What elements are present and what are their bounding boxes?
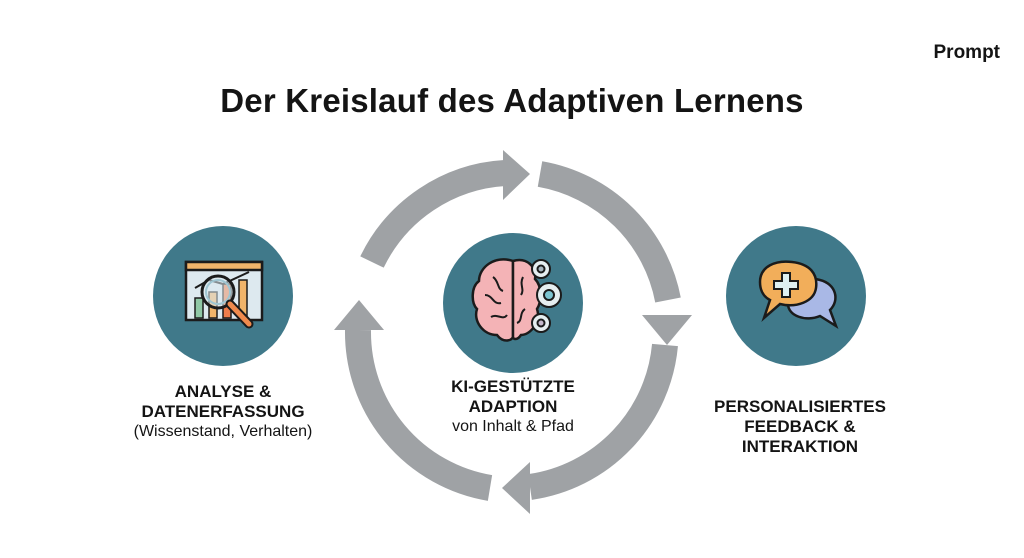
arrowhead-bottom: [502, 462, 530, 514]
arrow-segment-bottom: [527, 343, 678, 500]
analyse-title-line-1: ANALYSE &: [174, 382, 272, 401]
arrow-segment-top: [360, 160, 507, 268]
diagram-title: Der Kreislauf des Adaptiven Lernens: [220, 82, 804, 119]
analyse-subtitle: (Wissenstand, Verhalten): [133, 423, 313, 440]
prompt-label: Prompt: [933, 42, 1001, 63]
analyse-icon-circle: [153, 226, 293, 366]
adaption-icon-circle: [443, 233, 583, 373]
feedback-icon-circle: [726, 226, 866, 366]
feedback-title-line-3: INTERAKTION: [741, 437, 859, 456]
adaption-label: KI-GESTÜTZTE ADAPTION von Inhalt & Pfad: [410, 377, 616, 437]
feedback-label: PERSONALISIERTES FEEDBACK & INTERAKTION: [690, 397, 910, 457]
analyse-label: ANALYSE & DATENERFASSUNG (Wissenstand, V…: [110, 382, 336, 442]
adaption-subtitle: von Inhalt & Pfad: [452, 418, 574, 435]
chat-bubbles-plus-icon: [758, 260, 839, 330]
arrowhead-right: [642, 315, 692, 345]
adaption-title-line-2: ADAPTION: [468, 397, 558, 416]
chart-magnifier-icon: [184, 260, 264, 329]
brain-gears-icon: [471, 258, 562, 342]
arrow-segment-left: [344, 329, 493, 501]
analyse-title-line-2: DATENERFASSUNG: [141, 402, 305, 421]
feedback-title-line-2: FEEDBACK &: [744, 417, 856, 436]
arrowhead-top: [503, 150, 530, 200]
feedback-title-line-1: PERSONALISIERTES: [714, 397, 886, 416]
adaption-title-line-1: KI-GESTÜTZTE: [451, 377, 575, 396]
arrow-segment-right: [537, 161, 681, 303]
arrowhead-left: [334, 300, 384, 330]
